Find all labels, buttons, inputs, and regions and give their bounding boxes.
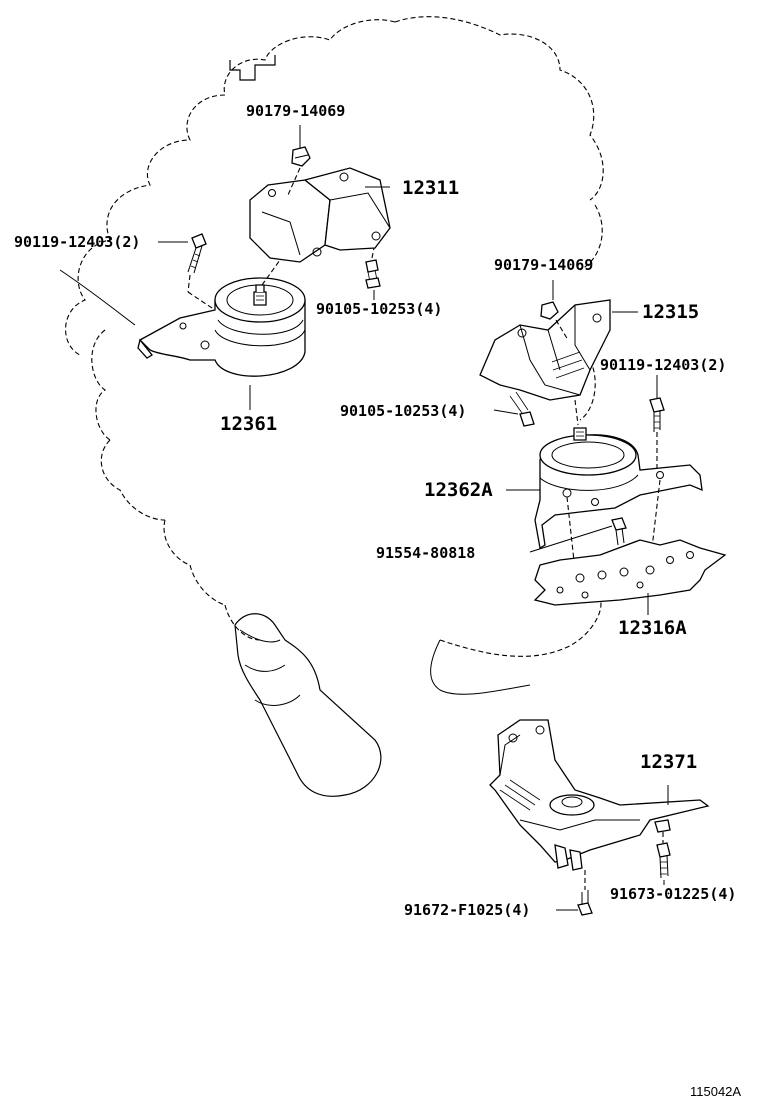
label-bolt-left: 90119-12403(2) <box>14 233 140 251</box>
bolt-rear-left <box>577 890 593 916</box>
right-mount-assembly <box>479 280 727 615</box>
bracket-12311 <box>249 167 391 263</box>
plate-12316A <box>533 539 727 606</box>
label-rear-mount: 12371 <box>640 751 697 773</box>
label-bracket-right: 12315 <box>642 301 699 323</box>
label-bracket-left: 12311 <box>402 177 459 199</box>
label-nut-right: 90179-14069 <box>494 256 593 274</box>
rear-mount-12371 <box>489 719 710 871</box>
insulator-12362A <box>534 427 703 550</box>
label-bolt-right: 90119-12403(2) <box>600 356 726 374</box>
bolt-small-left <box>365 259 381 289</box>
part-labels: 90179-14069 12311 90119-12403(2) 90105-1… <box>14 102 736 919</box>
rear-mount-assembly <box>489 719 710 916</box>
bolt-right <box>649 397 665 432</box>
figure-code: 115042A <box>690 1084 741 1099</box>
bracket-12315 <box>479 299 611 401</box>
label-plate-right: 12316A <box>618 617 687 639</box>
label-stud-bolt: 91554-80818 <box>376 544 475 562</box>
bolt-small-right <box>509 391 535 427</box>
label-insulator-left: 12361 <box>220 413 277 435</box>
nut-right <box>540 301 559 320</box>
label-bolt-small-left: 90105-10253(4) <box>316 300 442 318</box>
bolt-rear-right <box>656 842 671 879</box>
insulator-12361 <box>137 277 306 377</box>
label-nut-left: 90179-14069 <box>246 102 345 120</box>
engine-phantom-outline <box>59 16 604 797</box>
label-bolt-rear-left: 91672-F1025(4) <box>404 901 530 919</box>
label-bolt-small-right: 90105-10253(4) <box>340 402 466 420</box>
bolt-left <box>187 233 207 274</box>
label-insulator-right: 12362A <box>424 479 493 501</box>
nut-left <box>291 146 311 167</box>
left-mount-assembly <box>137 125 391 410</box>
stud-bolt-91554 <box>611 517 627 546</box>
label-bolt-rear-right: 91673-01225(4) <box>610 885 736 903</box>
